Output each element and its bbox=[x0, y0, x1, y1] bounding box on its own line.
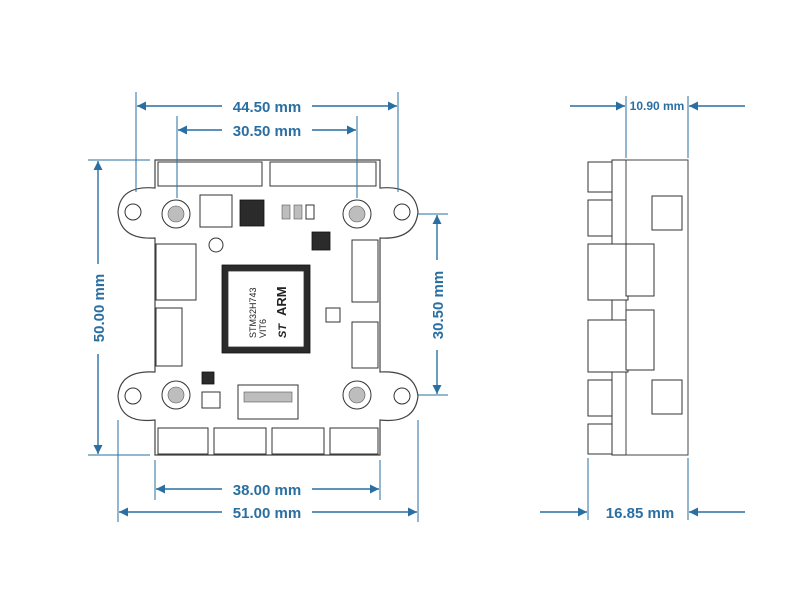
connector-bottom-3 bbox=[271, 427, 325, 455]
mount-hole bbox=[393, 203, 411, 221]
connector-top-right bbox=[269, 161, 377, 187]
dim-label-bottom-inner: 38.00 mm bbox=[233, 482, 301, 499]
chip-brand: ARM bbox=[274, 286, 289, 316]
dim-label-left-height: 50.00 mm bbox=[91, 274, 108, 342]
front-view-board bbox=[117, 159, 419, 456]
resistor bbox=[305, 204, 315, 220]
small-component bbox=[201, 391, 221, 409]
test-point bbox=[208, 237, 224, 253]
ffc-connector-slot bbox=[243, 391, 293, 403]
inductor bbox=[239, 199, 265, 227]
side-connector bbox=[587, 319, 629, 373]
connector-bottom-4 bbox=[329, 427, 379, 455]
side-connector bbox=[625, 309, 655, 371]
connector-top-left bbox=[157, 161, 263, 187]
mount-hole bbox=[393, 387, 411, 405]
mcu-chip bbox=[221, 264, 311, 354]
resistor bbox=[281, 204, 291, 220]
side-connector bbox=[587, 243, 629, 301]
dim-label-right-inner: 30.50 mm bbox=[430, 271, 447, 339]
chip-suffix: VIT6 bbox=[258, 319, 268, 338]
dim-label-side-depth: 16.85 mm bbox=[606, 505, 674, 522]
connector-right-1 bbox=[351, 239, 379, 303]
small-component bbox=[201, 371, 215, 385]
mount-hole bbox=[124, 387, 142, 405]
sensor-chip bbox=[325, 307, 341, 323]
mount-hole bbox=[124, 203, 142, 221]
connector-left-2 bbox=[155, 307, 183, 367]
side-pcb bbox=[611, 159, 627, 456]
dim-label-top-outer: 44.50 mm bbox=[233, 99, 301, 116]
connector-left-1 bbox=[155, 243, 197, 301]
chip-part-number: STM32H743 bbox=[248, 287, 258, 338]
side-connector bbox=[587, 161, 613, 193]
side-connector bbox=[587, 379, 613, 417]
connector-bottom-1 bbox=[157, 427, 209, 455]
chip-logo: ST bbox=[277, 323, 289, 338]
side-mount bbox=[651, 379, 683, 415]
connector-bottom-2 bbox=[213, 427, 267, 455]
side-mount bbox=[651, 195, 683, 231]
side-connector bbox=[587, 423, 613, 455]
side-connector bbox=[625, 243, 655, 297]
resistor bbox=[293, 204, 303, 220]
dim-label-top-inner: 30.50 mm bbox=[233, 123, 301, 140]
capacitor bbox=[311, 231, 331, 251]
inner-mount-holes bbox=[161, 199, 372, 410]
connector-right-2 bbox=[351, 321, 379, 369]
dim-label-bottom-outer: 51.00 mm bbox=[233, 505, 301, 522]
side-connector bbox=[587, 199, 613, 237]
dim-label-side-thickness: 10.90 mm bbox=[630, 99, 685, 113]
side-view-board bbox=[587, 159, 689, 456]
crystal bbox=[199, 194, 233, 228]
